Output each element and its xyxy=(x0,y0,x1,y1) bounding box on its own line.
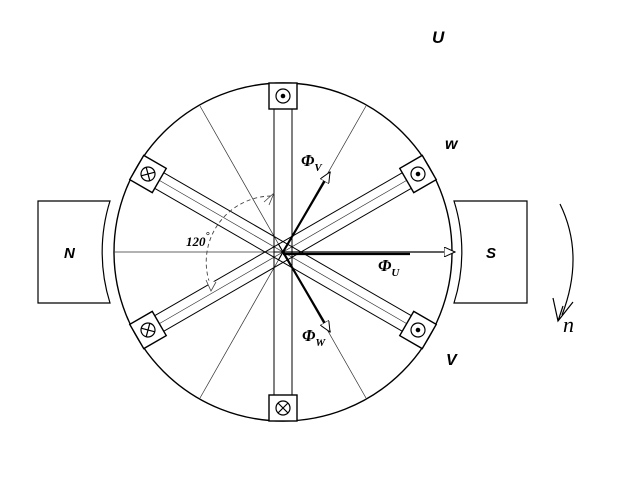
south-pole-label: S xyxy=(486,245,496,262)
flux-vector-v xyxy=(282,172,331,253)
flux-w-label: ΦW xyxy=(302,326,326,349)
angle-label: 120° xyxy=(186,231,210,249)
phase-w-label: w xyxy=(445,136,459,153)
coil-side-lower-left xyxy=(128,310,168,350)
coil-side-upper-right xyxy=(398,154,438,194)
dot-symbol xyxy=(280,93,286,99)
rotation-arrowhead xyxy=(552,297,574,323)
angle-arrowhead-bottom xyxy=(205,279,217,292)
flux-vector-w xyxy=(282,251,331,332)
north-pole xyxy=(37,200,111,304)
cross-symbol xyxy=(141,167,155,181)
phase-v-label: V xyxy=(446,352,458,369)
coil-side-lower-right xyxy=(398,310,438,350)
dot-symbol xyxy=(415,171,421,177)
flux-v-label: ΦV xyxy=(301,151,323,174)
north-pole-label: N xyxy=(64,245,76,262)
south-pole xyxy=(453,200,528,304)
cross-symbol xyxy=(141,323,155,337)
dot-symbol xyxy=(415,327,421,333)
cross-symbol xyxy=(277,402,289,414)
coil-side-upper-left xyxy=(128,154,168,194)
rotation-arrow xyxy=(559,203,574,316)
rotation-label: n xyxy=(563,312,574,337)
coil-side-bottom xyxy=(268,394,298,422)
coil-side-top xyxy=(268,82,298,110)
angle-arc xyxy=(205,195,272,290)
flux-u-label: ΦU xyxy=(378,256,400,279)
angle-arrowhead-top xyxy=(263,192,275,206)
phase-u-label: U xyxy=(432,28,445,47)
